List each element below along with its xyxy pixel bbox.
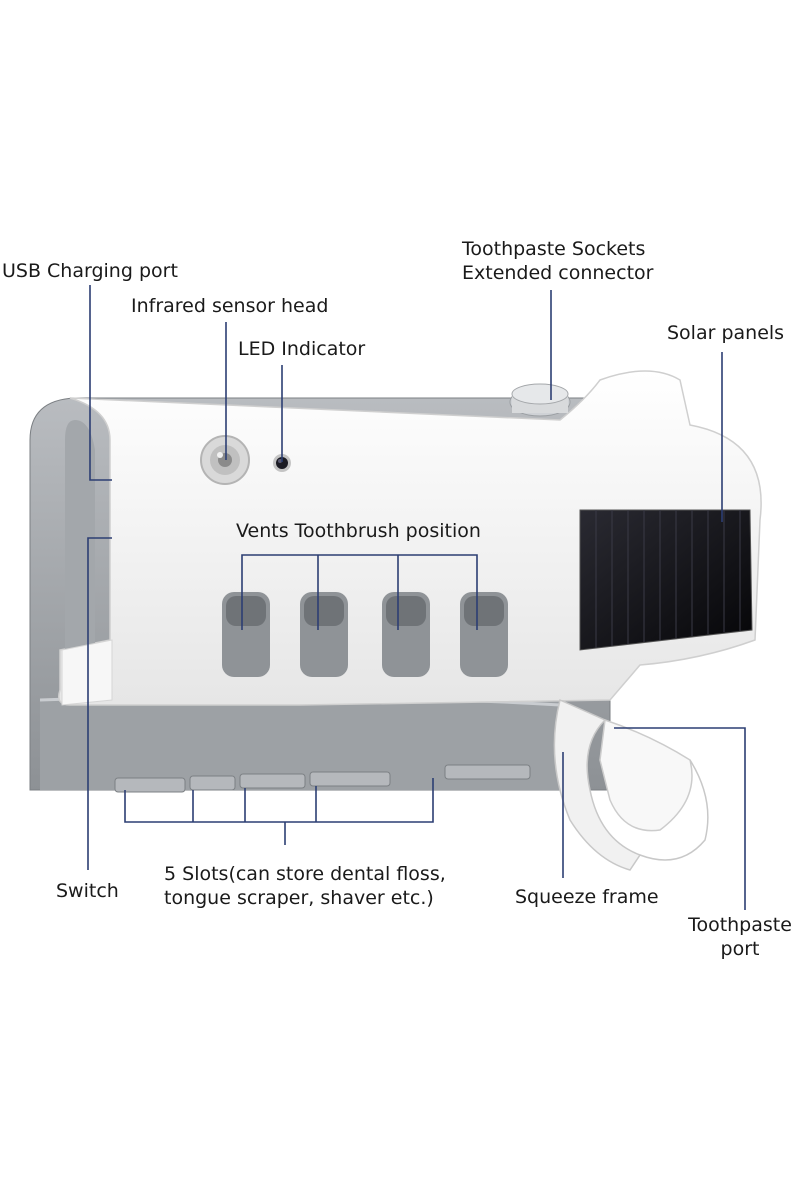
slots-label-line2: tongue scraper, shaver etc.)	[164, 887, 434, 909]
vent-slots	[222, 592, 508, 677]
toothpaste-port-label-line2: port	[720, 938, 760, 960]
bottom-slots	[114, 764, 531, 793]
solar-panels-label: Solar panels	[667, 322, 785, 344]
squeeze-frame-label: Squeeze frame	[515, 886, 659, 908]
switch-label: Switch	[56, 880, 119, 902]
slots-label-line1: 5 Slots(can store dental floss,	[164, 863, 446, 885]
infrared-sensor	[200, 435, 250, 485]
toothpaste-sockets-label-line1: Toothpaste Sockets	[462, 238, 646, 260]
toothpaste-socket-knob	[509, 383, 571, 417]
usb-charging-port-label: USB Charging port	[2, 260, 178, 282]
vents-label: Vents Toothbrush position	[236, 520, 481, 542]
solar-panel	[579, 509, 753, 651]
leader-lines	[87, 285, 746, 910]
toothpaste-port-label-line1: Toothpaste	[688, 914, 792, 936]
toothpaste-sockets-label-line2: Extended connector	[462, 262, 654, 284]
squeeze-frame	[553, 698, 709, 871]
infrared-sensor-label: Infrared sensor head	[131, 295, 329, 317]
led-indicator	[273, 454, 291, 472]
led-indicator-label: LED Indicator	[238, 338, 366, 360]
